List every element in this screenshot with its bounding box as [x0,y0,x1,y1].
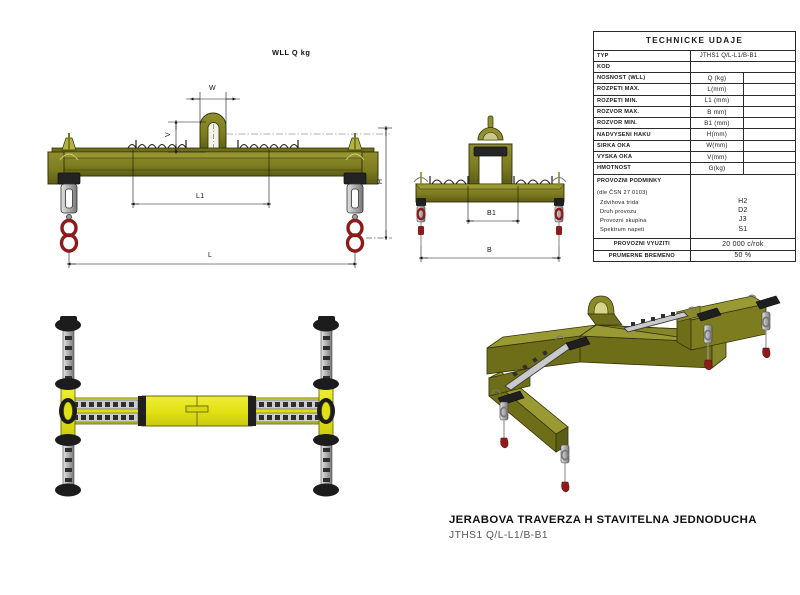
table-title: TECHNICKE UDAJE [593,31,796,51]
chain-left [127,143,187,149]
table-row: NADVYSENI HAKU H(mm) [593,128,796,141]
condition-value-provozni-skupina: J3 [738,216,747,224]
condition-name-druh-provozu: Druh provozu [600,208,637,215]
table-row: ROZVOR MIN. B1 (mm) [593,117,796,130]
condition-value-spektrum-napeti: S1 [738,225,748,233]
iso-hook-3 [703,324,713,371]
row-label-hmotnost: HMOTNOST [593,162,691,175]
row-symbol-nosnost: Q (kg) [689,72,745,85]
chain-right [239,143,299,149]
row-label-vyska-oka: VYSKA OKA [593,151,691,164]
operating-conditions-row: PROVOZNI PODMINKY (dle ČSN 27 0103) Zdvi… [593,173,797,240]
row-value-rozvor-max[interactable] [743,105,796,119]
row-value-typ: JTHS1 Q/L-L1/B-B1 [689,49,797,62]
condition-value-druh-provozu: D2 [738,207,748,215]
dim-label-b1: B1 [487,210,497,217]
row-value-sirka-oka[interactable] [743,139,796,153]
iso-hook-4 [761,311,771,359]
technical-data-body: TECHNICKE UDAJE TYP JTHS1 Q/L-L1/B-B1 KO… [593,31,797,262]
condition-name-provozni-skupina: Provozni skupina [600,217,647,224]
iso-hook-2 [560,444,570,493]
row-value-rozvor-min[interactable] [743,117,796,130]
row-label-nosnost: NOSNOST (WLL) [593,72,691,85]
table-row: TYP JTHS1 Q/L-L1/B-B1 [593,49,797,62]
telescopic-arm-right [248,396,329,426]
table-row: ROZVOR MAX. B mm) [593,105,796,119]
row-symbol-rozpeti-min: L1 (mm) [689,94,745,107]
row-symbol-rozvor-min: B1 (mm) [689,117,745,130]
operating-conditions-labels: PROVOZNI PODMINKY (dle ČSN 27 0103) Zdvi… [593,173,691,240]
row-label-rozpeti-min: ROZPETI MIN. [593,94,691,107]
row-value-vyska-oka[interactable] [743,151,796,164]
dim-label-b: B [487,247,492,254]
table-row: ROZPETI MIN. L1 (mm) [593,94,796,107]
row-symbol-sirka-oka: W(mm) [689,139,745,153]
row-symbol-vyska-oka: V(mm) [689,151,745,164]
side-hook-right [551,172,567,246]
row-value-kod [689,60,797,74]
condition-name-zdvihova-trida: Zdvihova trida [600,199,639,206]
dim-label-l: L [208,252,213,259]
dim-label-l1: L1 [196,193,205,200]
table-row: ROZPETI MAX. L(mm) [593,83,796,96]
row-label-prumerne-bremeno: PRUMERNE BREMENO [593,249,691,262]
row-label-provozni-vyuziti: PROVOZNI VYUZITI [593,238,691,251]
conditions-standard: (dle ČSN 27 0103) [597,190,648,197]
row-label-typ: TYP [593,49,691,62]
product-model-code: JTHS1 Q/L-L1/B-B1 [449,530,549,541]
table-row: HMOTNOST G(kg) [593,162,796,175]
row-label-nadvyseni-haku: NADVYSENI HAKU [593,128,691,141]
row-symbol-rozpeti-max: L(mm) [689,83,745,96]
row-label-sirka-oka: SIRKA OKA [593,139,691,153]
row-symbol-hmotnost: G(kg) [689,162,745,175]
condition-value-zdvihova-trida: H2 [738,197,748,205]
row-value-rozpeti-max[interactable] [743,83,796,96]
iso-hook-1 [499,401,509,449]
table-row: PRUMERNE BREMENO 50 % [593,249,797,262]
cross-member-right [313,316,339,497]
side-hook-left [413,172,429,246]
cross-member-left [55,316,81,497]
row-value-prumerne-bremeno: 50 % [689,249,797,262]
wll-label: WLL Q kg [272,48,311,57]
front-view [47,92,392,268]
row-symbol-rozvor-max: B mm) [689,105,745,119]
row-symbol-nadvyseni-haku: H(mm) [689,128,745,141]
conditions-header: PROVOZNI PODMINKY [597,178,662,185]
product-title: JERABOVA TRAVERZA H STAVITELNA JEDNODUCH… [449,514,757,526]
table-row: NOSNOST (WLL) Q (kg) [593,72,796,85]
row-value-nosnost[interactable] [743,72,796,85]
side-view [413,115,567,262]
lifting-eye [199,112,227,152]
dim-label-w: W [209,85,216,92]
isometric-view [486,294,781,493]
row-label-rozpeti-max: ROZPETI MAX. [593,83,691,96]
table-row: SIRKA OKA W(mm) [593,139,796,153]
technical-data-table: TECHNICKE UDAJE TYP JTHS1 Q/L-L1/B-B1 KO… [593,31,797,262]
table-row: PROVOZNI VYUZITI 20 000 c/rok [593,238,797,251]
row-value-provozni-vyuziti: 20 000 c/rok [689,238,797,251]
hook-assembly-left [57,133,81,253]
table-row: VYSKA OKA V(mm) [593,151,796,164]
telescopic-arm-left [65,396,146,426]
dim-label-v: V [164,132,172,137]
product-caption: JERABOVA TRAVERZA H STAVITELNA JEDNODUCH… [449,514,757,541]
plan-view [55,316,339,497]
row-value-nadvyseni-haku[interactable] [743,128,796,141]
dim-label-h: H [377,178,385,185]
condition-name-spektrum-napeti: Spektrum napeti [600,227,645,234]
operating-conditions-values: H2 D2 J3 S1 [689,173,797,240]
row-label-rozvor-max: ROZVOR MAX. [593,105,691,119]
table-title-row: TECHNICKE UDAJE [593,31,796,51]
row-value-rozpeti-min[interactable] [743,94,796,107]
row-value-hmotnost[interactable] [743,162,796,175]
row-label-rozvor-min: ROZVOR MIN. [593,117,691,130]
hook-assembly-right [343,133,367,253]
table-row: KOD [593,60,797,74]
row-label-kod: KOD [593,60,691,74]
